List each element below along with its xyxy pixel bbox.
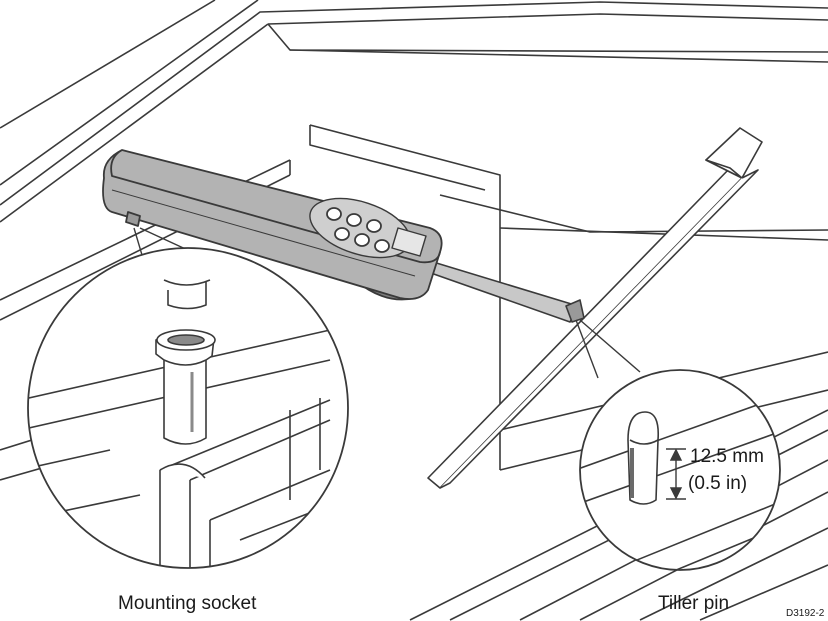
tiller-pin-detail [579,369,781,571]
mounting-socket-label: Mounting socket [118,593,257,614]
figure-code-label: D3192-2 [786,608,825,619]
mounting-socket-detail [27,247,349,569]
tiller [427,127,763,489]
tiller-pilot-unit [102,149,443,301]
dimension-marker [666,448,686,500]
tiller-pin-label: Tiller pin [658,593,730,614]
dimension-inch-label: (0.5 in) [688,473,748,494]
pushrod [419,257,585,323]
dimension-mm-label: 12.5 mm [690,446,764,467]
